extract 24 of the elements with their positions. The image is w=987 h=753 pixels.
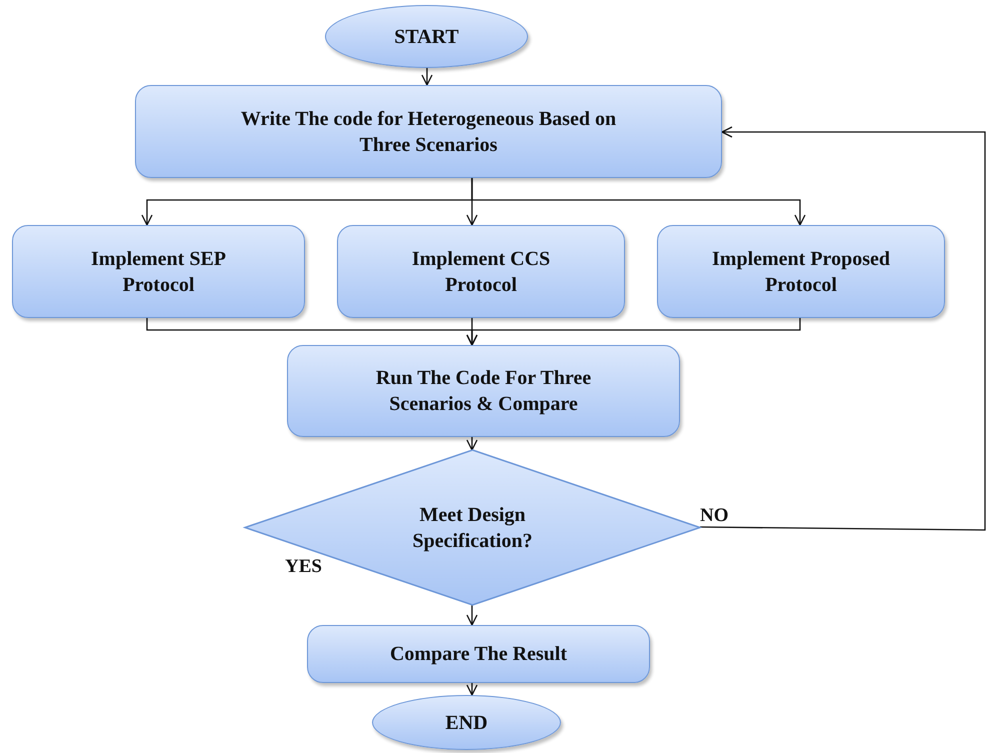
node-text: Meet Design Specification? xyxy=(412,502,534,554)
arrow xyxy=(700,126,986,531)
process-box xyxy=(287,345,680,437)
process-box xyxy=(337,225,625,318)
node-text: START xyxy=(393,24,460,50)
node-text: Implement SEP Protocol xyxy=(90,246,227,298)
node-text: END xyxy=(444,710,489,736)
process-box xyxy=(657,225,945,318)
node-text: Run The Code For Three Scenarios & Compare xyxy=(374,366,592,417)
node-text: Write The code for Heterogeneous Based on Three Scenarios xyxy=(240,106,618,158)
node-text: Implement CCS Protocol xyxy=(410,246,552,298)
edge-label: NO xyxy=(700,505,728,527)
node-text: Implement Proposed Protocol xyxy=(711,246,891,298)
process-box xyxy=(135,85,722,178)
branch-label: YES xyxy=(285,556,322,578)
arrow xyxy=(466,318,801,346)
arrow xyxy=(466,683,478,696)
node-text: Compare The Result xyxy=(388,642,568,667)
arrow xyxy=(471,178,806,226)
arrow xyxy=(421,68,433,86)
arrow xyxy=(466,605,478,626)
process-box xyxy=(12,225,305,318)
arrow xyxy=(466,437,478,451)
process-box xyxy=(307,625,650,683)
